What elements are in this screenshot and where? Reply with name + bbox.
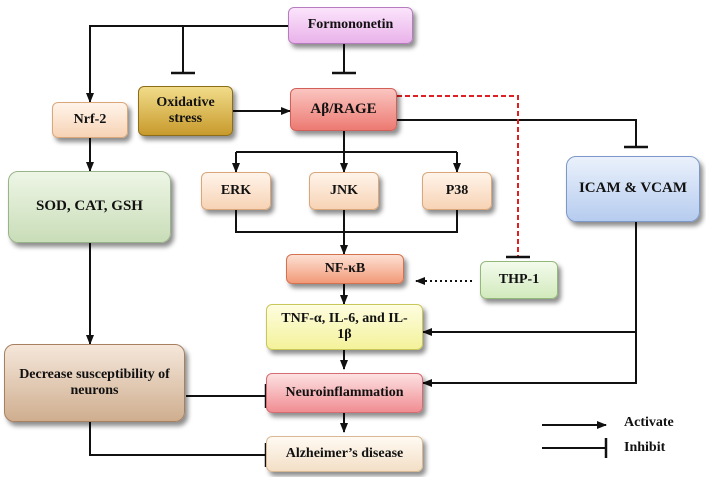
alzheimers-disease-node: Alzheimer’s disease — [266, 436, 423, 472]
abeta-inhibits-icam — [397, 119, 637, 146]
kinase-merge-line — [235, 210, 458, 233]
formononetin-to-nrf2-arrow — [86, 25, 288, 103]
decrease-susceptibility-node: Decrease susceptibility of neurons — [4, 344, 185, 422]
decrease-inhibits-alzheimers — [89, 422, 266, 456]
sod-cat-gsh-node: SOD, CAT, GSH — [8, 171, 171, 243]
oxidative-stress-node: Oxidative stress — [138, 86, 233, 136]
legend-activate-label: Activate — [624, 415, 674, 430]
icam-vcam-node: ICAM & VCAM — [566, 156, 700, 222]
abeta-rage-node: Aβ/RAGE — [290, 88, 397, 131]
formononetin-node: Formononetin — [288, 7, 413, 44]
neuroinflammation-node: Neuroinflammation — [266, 373, 423, 413]
thp1-node: THP-1 — [480, 261, 558, 299]
erk-node: ERK — [201, 172, 271, 210]
abeta-inhibits-thp1-dashed — [397, 95, 519, 256]
nfkb-node: NF-κB — [286, 254, 404, 284]
jnk-node: JNK — [309, 172, 379, 210]
nrf2-node: Nrf-2 — [52, 102, 128, 138]
icam-to-neuroinflammation-arrow — [422, 222, 637, 387]
p38-node: P38 — [422, 172, 492, 210]
legend-inhibit-label: Inhibit — [624, 440, 666, 455]
cytokines-node: TNF-α, IL-6, and IL-1β — [266, 304, 423, 350]
